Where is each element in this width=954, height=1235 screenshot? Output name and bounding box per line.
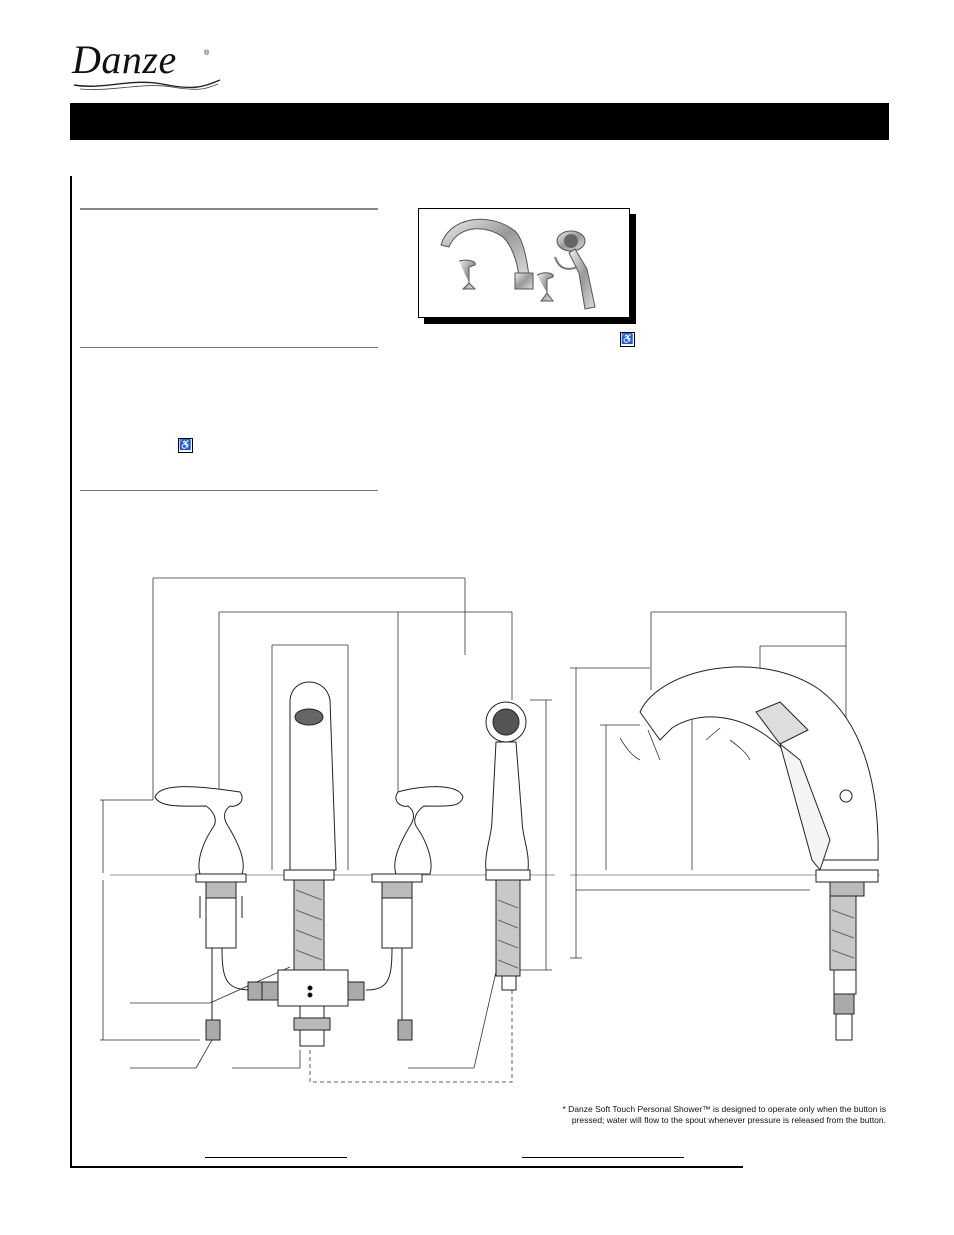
footnote: * Danze Soft Touch Personal Shower™ is d…	[520, 1104, 886, 1126]
footnote-line-1: * Danze Soft Touch Personal Shower™ is d…	[562, 1104, 886, 1114]
faucet-set-photo	[440, 218, 596, 310]
title-bar	[70, 103, 889, 140]
signature-line-left	[205, 1157, 347, 1158]
brand-logo: Danze ®	[72, 36, 222, 96]
section-rule-1	[80, 208, 378, 210]
frame-bottom-rule	[70, 1166, 743, 1168]
section-rule-2	[80, 347, 378, 348]
footnote-line-2: pressed; water will flow to the spout wh…	[571, 1115, 886, 1125]
wheelchair-accessibility-icon: ♿	[178, 438, 193, 453]
faucet-side-view	[639, 666, 879, 1041]
section-rule-3	[80, 490, 378, 491]
wheelchair-accessibility-icon: ♿	[620, 332, 635, 347]
frame-left-rule	[70, 176, 72, 1168]
faucet-front-view	[154, 681, 531, 1047]
product-photo	[418, 208, 630, 318]
registered-mark: ®	[204, 50, 210, 57]
logo-swoosh-icon	[73, 79, 221, 90]
signature-line-right	[522, 1157, 684, 1158]
brand-wordmark: Danze	[72, 37, 177, 82]
